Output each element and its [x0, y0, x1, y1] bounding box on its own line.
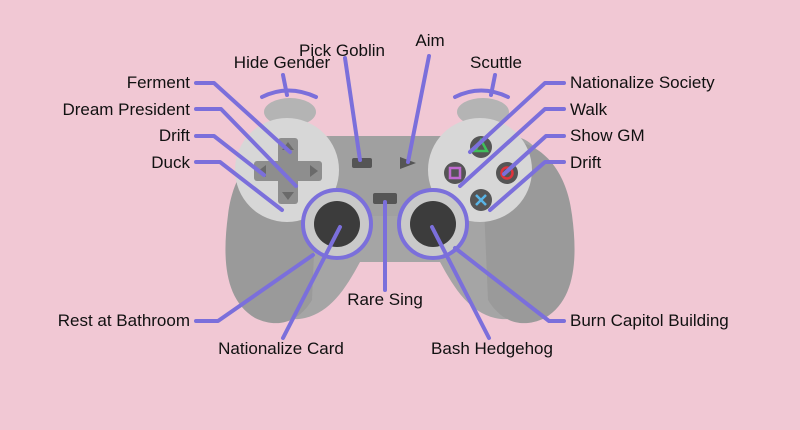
label-pick-goblin: Pick Goblin — [299, 41, 385, 60]
label-burn-capitol-building: Burn Capitol Building — [570, 311, 729, 330]
label-dream-president: Dream President — [62, 100, 190, 119]
label-nationalize-card: Nationalize Card — [218, 339, 344, 358]
label-aim: Aim — [415, 31, 445, 50]
label-drift-left: Drift — [158, 126, 190, 145]
dpad-icon — [254, 138, 322, 204]
circle-icon — [500, 166, 514, 180]
label-drift-right: Drift — [570, 153, 602, 172]
label-show-gm: Show GM — [570, 126, 645, 145]
label-walk: Walk — [570, 100, 608, 119]
label-rare-sing: Rare Sing — [347, 290, 423, 309]
label-hide-gender: Hide Gender — [233, 53, 331, 72]
label-rest-at-bathroom: Rest at Bathroom — [57, 311, 190, 330]
square-icon — [448, 166, 462, 180]
highlight-markers — [260, 88, 510, 260]
leader-lines — [194, 54, 566, 340]
label-ferment: Ferment — [126, 73, 190, 92]
center-button — [373, 193, 397, 204]
label-scuttle: Scuttle — [470, 53, 522, 72]
cross-icon — [475, 194, 487, 206]
label-duck: Duck — [151, 153, 190, 172]
label-bash-hedgehog: Bash Hedgehog — [431, 339, 553, 358]
label-nationalize-society: Nationalize Society — [570, 73, 715, 92]
select-button — [352, 158, 372, 168]
